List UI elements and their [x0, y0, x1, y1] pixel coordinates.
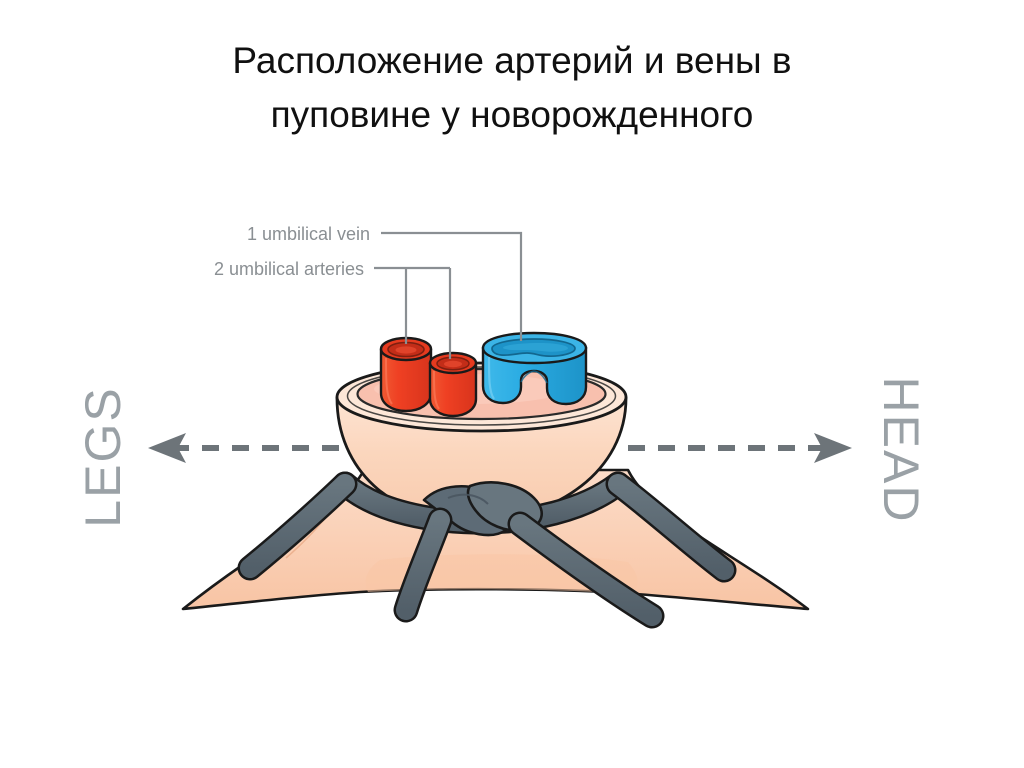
vessel-artery-right — [428, 351, 478, 418]
string-left-wing — [240, 474, 355, 578]
artery-left-lumen-inner — [395, 346, 417, 354]
vein-crease-left — [520, 370, 535, 383]
knot-crease — [447, 493, 489, 505]
axis-label-legs: LEGS — [75, 386, 131, 527]
label-umbilical-arteries: 2 umbilical arteries — [214, 259, 364, 279]
artery-right-highlight — [433, 370, 440, 410]
artery-right-wall — [428, 362, 478, 418]
artery-right-lumen-inner — [444, 360, 462, 368]
vessel-artery-left — [379, 336, 433, 413]
string-right-wing — [608, 474, 734, 580]
callout-leaders — [374, 231, 523, 359]
title-line-1: Расположение артерий и вены в — [232, 40, 792, 81]
cord-clamp-string — [237, 471, 737, 629]
callout-labels: 1 umbilical vein 2 umbilical arteries — [214, 224, 370, 279]
artery-left-highlight — [385, 357, 393, 405]
axis-label-head: HEAD — [873, 377, 929, 524]
vessel-vein — [481, 331, 588, 406]
label-umbilical-vein: 1 umbilical vein — [247, 224, 370, 244]
vein-lumen-inner — [503, 343, 568, 352]
string-end-left — [396, 510, 450, 620]
axis-arrowhead-right — [814, 433, 852, 463]
vein-highlight — [487, 356, 495, 400]
axis-arrowhead-left — [148, 433, 186, 463]
string-end-right — [510, 514, 662, 626]
leader-line-vein — [381, 231, 523, 341]
title-line-2: пуповине у новорожденного — [270, 93, 754, 135]
orientation-axis: LEGS HEAD — [75, 377, 929, 528]
vein-crease-right — [533, 370, 548, 384]
page-title: Расположение артерий и вены в пуповине у… — [112, 34, 912, 141]
cord-rim-line — [346, 366, 617, 426]
